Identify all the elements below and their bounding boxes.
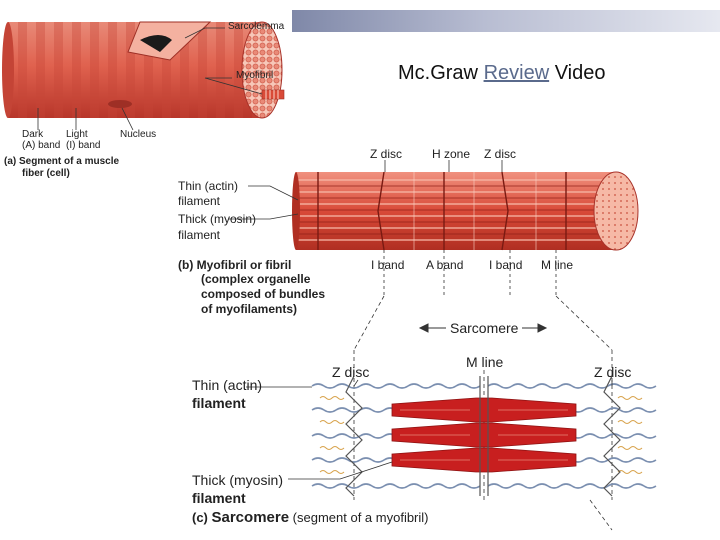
thin-filament-label-b: Thin (actin) xyxy=(178,179,238,193)
panel-c-caption: (c) Sarcomere (segment of a myofibril) xyxy=(192,510,429,525)
m-line-label-b: M line xyxy=(541,258,573,272)
i-band-right-label: I band xyxy=(489,258,522,272)
thin-filament-label-c2: filament xyxy=(192,395,246,411)
light-band-label: Light xyxy=(66,129,88,140)
sarcomere-label: Sarcomere xyxy=(450,320,518,336)
nucleus-label: Nucleus xyxy=(120,129,156,140)
thin-filament-label-c: Thin (actin) xyxy=(192,377,262,393)
dark-band-label: Dark xyxy=(22,129,43,140)
m-line-label-c: M line xyxy=(466,354,503,370)
panel-c-caption-prefix: (c) xyxy=(192,510,212,525)
panel-c-caption-bold: Sarcomere xyxy=(212,509,290,526)
myofibril-label: Myofibril xyxy=(236,70,273,81)
panel-a-caption-line2: fiber (cell) xyxy=(22,168,70,179)
thick-filament-label-b2: filament xyxy=(178,228,220,242)
z-disc-right-label-c: Z disc xyxy=(594,364,631,380)
h-zone-label: H zone xyxy=(432,147,470,161)
a-band-label: A band xyxy=(426,258,463,272)
panel-b-caption-line3: composed of bundles xyxy=(201,287,325,301)
panel-b-caption-line2: (complex organelle xyxy=(201,272,310,286)
z-disc-left-label-c: Z disc xyxy=(332,364,369,380)
thick-filament-label-c2: filament xyxy=(192,490,246,506)
z-disc-left-label: Z disc xyxy=(370,147,402,161)
i-band-left-label: I band xyxy=(371,258,404,272)
panel-b-caption-line1: (b) Myofibril or fibril xyxy=(178,258,291,272)
thick-filament-label-c: Thick (myosin) xyxy=(192,472,283,488)
thick-filament-label-b: Thick (myosin) xyxy=(178,212,256,226)
panel-a-caption-line1: (a) Segment of a muscle xyxy=(4,156,119,167)
panel-c-caption-rest: (segment of a myofibril) xyxy=(289,510,428,525)
panel-b-caption-line4: of myofilaments) xyxy=(201,302,297,316)
thin-filament-label-b2: filament xyxy=(178,194,220,208)
dark-band-sub-label: (A) band xyxy=(22,140,60,151)
light-band-sub-label: (I) band xyxy=(66,140,100,151)
myofibril-cylinder xyxy=(292,172,638,250)
z-disc-right-label: Z disc xyxy=(484,147,516,161)
sarcolemma-label: Sarcolemma xyxy=(228,21,284,32)
